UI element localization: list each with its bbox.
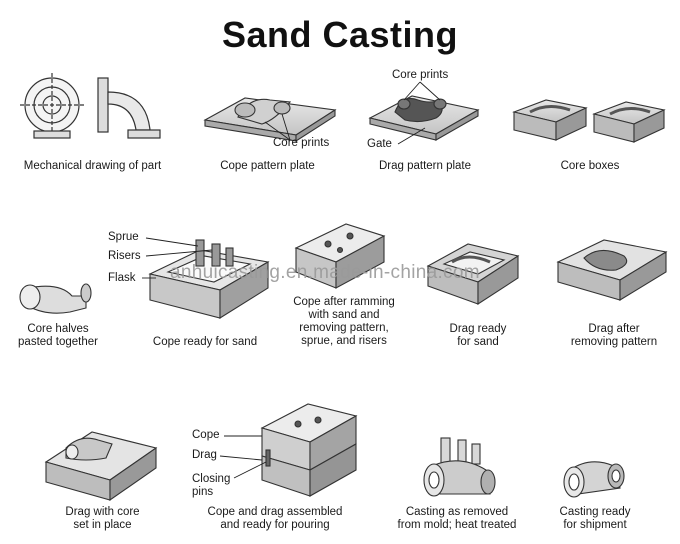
- caption-line: Cope and drag assembled: [207, 506, 343, 518]
- caption-core-boxes: Core boxes: [560, 160, 620, 172]
- callout-closing: Closing: [192, 473, 231, 485]
- caption-line: for shipment: [563, 519, 627, 531]
- casting-ready-illustration: [563, 461, 625, 498]
- callout-gate: Gate: [367, 138, 392, 150]
- caption-assembled: Cope and drag assembled and ready for po…: [190, 506, 360, 532]
- caption-casting-removed: Casting as removed from mold; heat treat…: [382, 506, 532, 532]
- mechanical-drawing-illustration: [20, 73, 161, 139]
- drag-after-illustration: [556, 239, 668, 301]
- caption-drag-after: Drag after removing pattern: [556, 323, 672, 349]
- cope-ready-leaders: [142, 237, 213, 279]
- caption-line: pasted together: [18, 336, 98, 348]
- callout-pins: pins: [192, 486, 214, 498]
- callout-flask: Flask: [108, 272, 136, 284]
- caption-line: Drag after: [588, 323, 640, 335]
- caption-drag-pattern-plate: Drag pattern plate: [378, 160, 472, 172]
- drag-pattern-plate-illustration: [368, 95, 480, 141]
- cope-ready-illustration: [148, 239, 270, 319]
- core-halves-illustration: [19, 283, 92, 314]
- caption-casting-ready: Casting ready for shipment: [540, 506, 650, 532]
- caption-cope-rammed: Cope after ramming with sand and removin…: [283, 296, 405, 348]
- drag-callout-leaders: [397, 81, 441, 145]
- caption-line: Core halves: [27, 323, 89, 335]
- callout-drag: Drag: [192, 449, 217, 461]
- caption-line: and ready for pouring: [220, 519, 330, 531]
- caption-core-halves: Core halves pasted together: [4, 323, 112, 349]
- callout-cope: Cope: [192, 429, 220, 441]
- drag-ready-illustration: [426, 243, 520, 306]
- caption-line: sprue, and risers: [301, 335, 387, 347]
- caption-cope-ready: Cope ready for sand: [140, 336, 270, 349]
- callout-core-prints-drag: Core prints: [392, 69, 449, 81]
- caption-mechanical-drawing: Mechanical drawing of part: [23, 160, 162, 172]
- cope-rammed-illustration: [294, 223, 386, 289]
- caption-line: removing pattern: [570, 336, 658, 348]
- caption-line: Casting as removed: [405, 506, 509, 518]
- caption-cope-pattern-plate: Cope pattern plate: [220, 160, 315, 172]
- watermark-text: anhuicasting.en.made-in-china.com: [170, 262, 480, 283]
- caption-line: from mold; heat treated: [397, 519, 517, 531]
- callout-core-prints-cope: Core prints: [273, 137, 330, 149]
- page-title: Sand Casting: [221, 14, 459, 55]
- caption-line: Drag ready: [449, 323, 507, 335]
- callout-risers: Risers: [108, 250, 141, 262]
- caption-line: with sand and: [308, 309, 380, 321]
- caption-line: removing pattern,: [299, 322, 389, 334]
- assembled-leaders: [219, 435, 267, 479]
- caption-line: Cope ready for sand: [152, 336, 258, 348]
- caption-line: Cope after ramming: [293, 296, 395, 308]
- drag-with-core-illustration: [44, 431, 158, 502]
- caption-drag-with-core: Drag with core set in place: [40, 506, 165, 532]
- caption-drag-ready: Drag ready for sand: [430, 323, 526, 349]
- callout-sprue: Sprue: [108, 231, 139, 243]
- assembled-mold-illustration: [260, 403, 358, 497]
- cope-pattern-plate-illustration: [203, 97, 337, 143]
- cope-core-prints-leader: [264, 113, 291, 141]
- caption-line: for sand: [457, 336, 499, 348]
- caption-line: set in place: [73, 519, 132, 531]
- caption-line: Drag with core: [65, 506, 140, 518]
- caption-line: Casting ready: [559, 506, 631, 518]
- casting-removed-illustration: [423, 437, 496, 497]
- core-boxes-illustration: [512, 99, 666, 143]
